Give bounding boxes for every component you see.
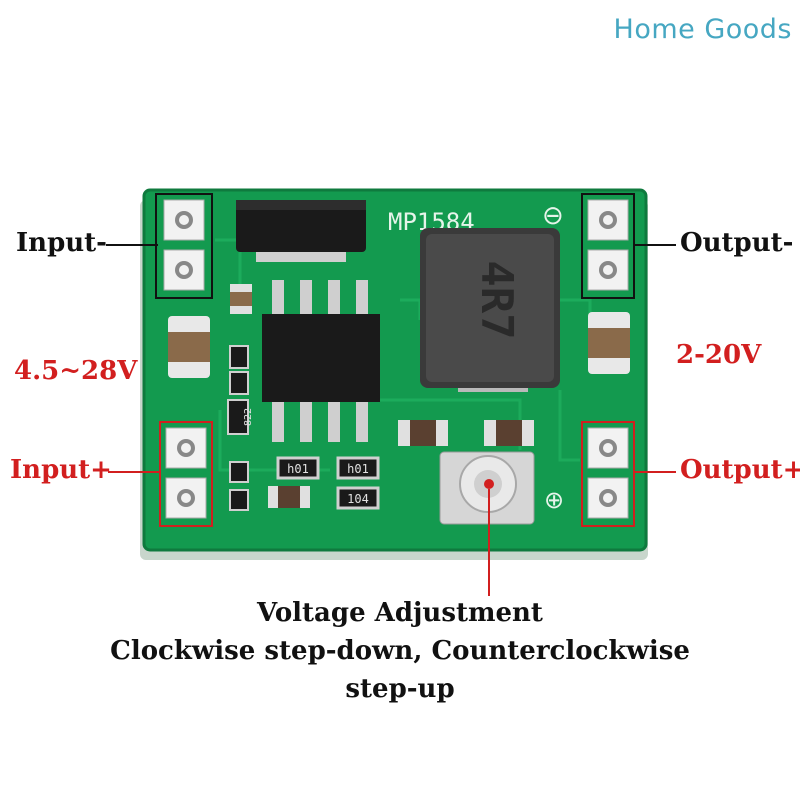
- output-plus-label: Output+: [680, 455, 800, 485]
- solder-pads: [163, 199, 629, 519]
- ic-chip: [262, 280, 380, 442]
- inductor: 4R7: [420, 228, 560, 392]
- caption-line: Voltage Adjustment: [257, 598, 543, 628]
- resistor-marking: 104: [347, 492, 369, 506]
- resistors: h01 h01 104 822: [227, 345, 380, 511]
- leader-lines: [106, 244, 676, 596]
- resistor-marking: h01: [287, 462, 309, 476]
- pcb-outline: [142, 188, 648, 552]
- potentiometer: [439, 451, 535, 525]
- polarity-minus-icon: ⊖: [542, 201, 564, 231]
- resistor-marking: h01: [347, 462, 369, 476]
- adjustment-point-icon: [484, 479, 494, 489]
- input-voltage-range: 4.5~28V: [14, 356, 138, 386]
- caption-line: step-up: [345, 674, 455, 704]
- resistor-marking: 822: [243, 408, 254, 426]
- voltage-adjustment-caption: Voltage Adjustment Clockwise step-down, …: [0, 594, 800, 708]
- input-plus-frame: [159, 421, 213, 527]
- output-voltage-range: 2-20V: [676, 340, 762, 370]
- polarity-plus-icon: ⊕: [544, 486, 564, 514]
- brand-watermark: Home Goods: [613, 14, 792, 45]
- output-plus-frame: [581, 421, 635, 527]
- inductor-marking: 4R7: [471, 260, 522, 339]
- input-plus-label: Input+: [10, 455, 112, 485]
- caption-line: Clockwise step-down, Counterclockwise: [110, 636, 690, 666]
- capacitors: [168, 284, 630, 508]
- input-minus-label: Input-: [16, 228, 107, 258]
- output-minus-label: Output-: [680, 228, 794, 258]
- schottky-diode: [236, 200, 366, 262]
- pcb-substrate: [144, 190, 646, 550]
